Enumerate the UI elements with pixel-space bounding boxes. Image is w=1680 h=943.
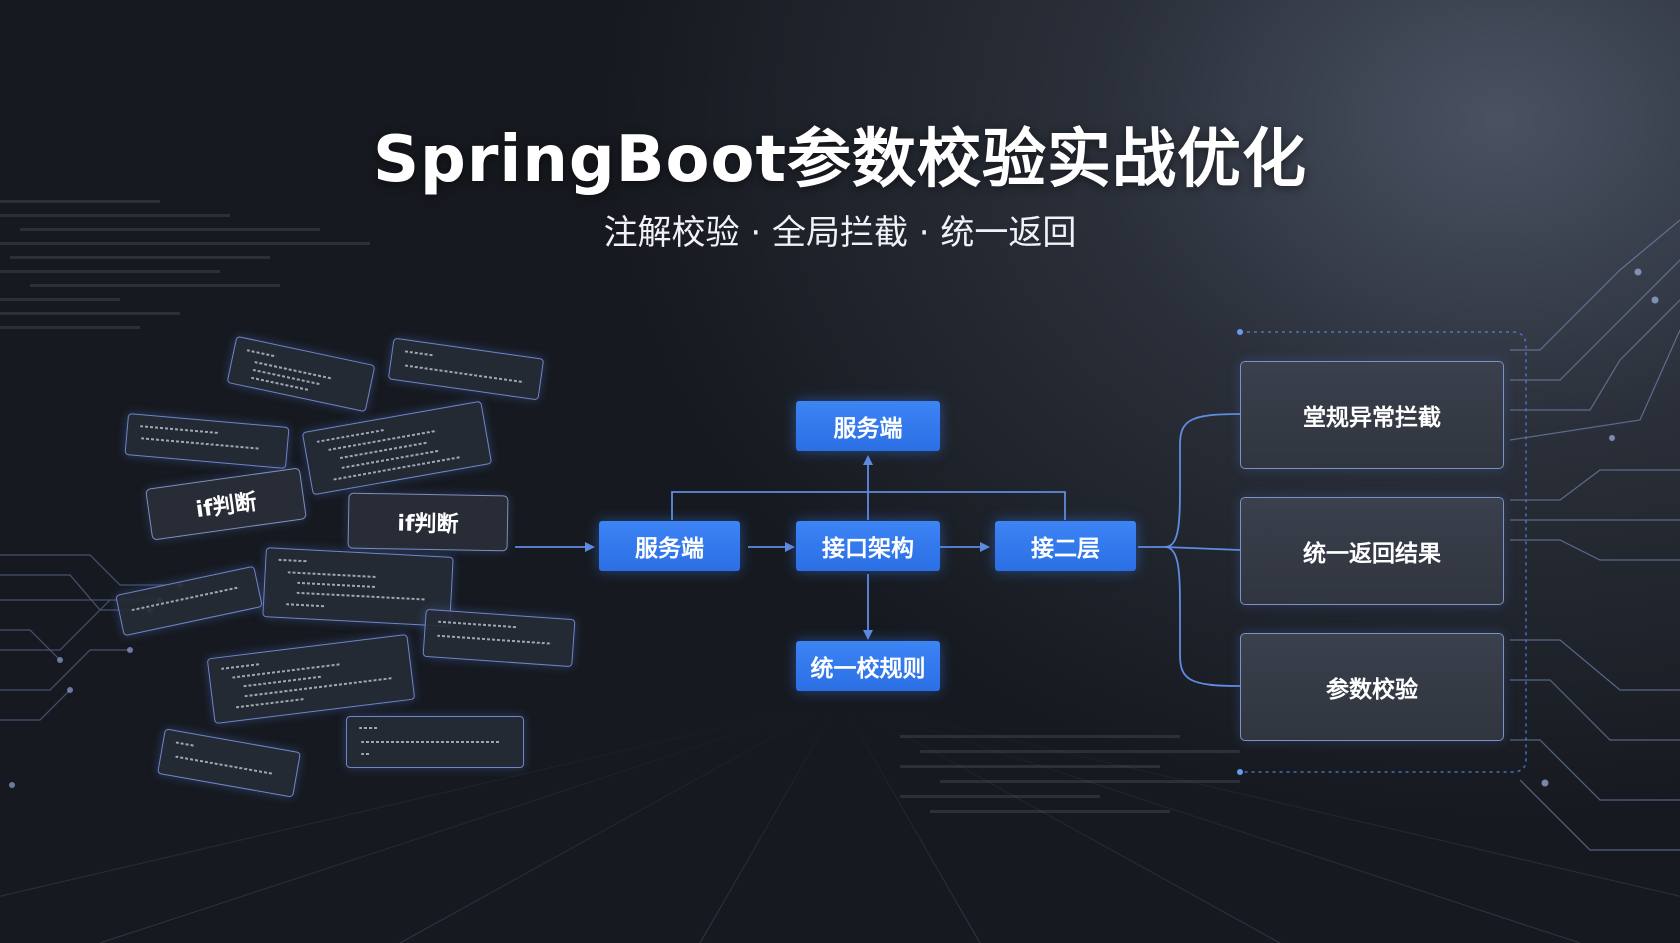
flow-node-bottom: 统一校规则 bbox=[796, 641, 940, 691]
right-circuit-traces bbox=[1509, 219, 1680, 851]
result-box-unified-return: 统一返回结果 bbox=[1240, 497, 1504, 605]
if-card: if判断 bbox=[347, 492, 509, 552]
result-box-param-validation: 参数校验 bbox=[1240, 633, 1504, 741]
page-subtitle: 注解校验 · 全局拦截 · 统一返回 bbox=[603, 213, 1077, 253]
flow-node-right: 接二层 bbox=[995, 521, 1136, 571]
page-title: SpringBoot参数校验实战优化 bbox=[372, 123, 1308, 197]
flow-arrowheads bbox=[585, 455, 990, 640]
faint-code-background bbox=[0, 200, 1240, 813]
results-group-border bbox=[1240, 331, 1527, 773]
code-card bbox=[346, 716, 524, 768]
left-circuit-traces bbox=[0, 554, 180, 721]
flow-connectors bbox=[515, 413, 1241, 687]
flow-node-center: 接口架构 bbox=[796, 521, 940, 571]
perspective-grid bbox=[0, 699, 1680, 943]
result-box-exception: 堂规异常拦截 bbox=[1240, 361, 1504, 469]
flow-node-top: 服务端 bbox=[796, 401, 940, 451]
flow-node-left: 服务端 bbox=[599, 521, 740, 571]
right-circuit-nodes bbox=[1541, 268, 1659, 787]
